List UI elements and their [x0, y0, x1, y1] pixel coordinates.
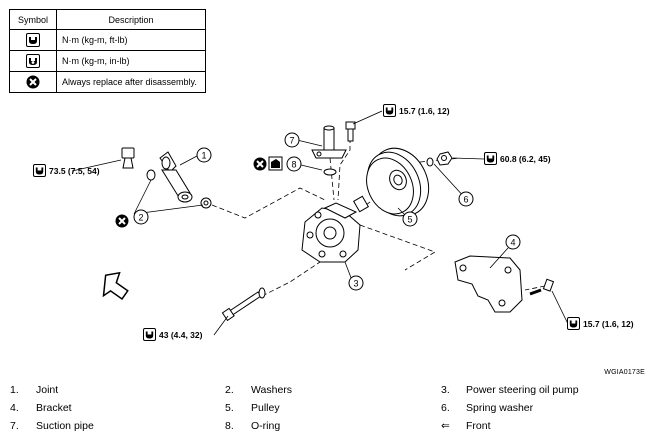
legend-text: Washers	[251, 384, 293, 396]
bracket	[454, 255, 523, 313]
pump-bolt	[221, 287, 266, 322]
callout-6: 6	[458, 191, 474, 207]
legend-text: Power steering oil pump	[466, 384, 579, 396]
symbol-table-header: Symbol Description	[9, 9, 206, 30]
callout-number: 7	[289, 136, 294, 146]
callout-number: 2	[138, 213, 143, 223]
front-arrow-icon	[102, 271, 129, 300]
torque-joint: 73.5 (7.5, 54)	[49, 166, 100, 176]
callout-8: 8	[286, 156, 302, 172]
legend-text: Bracket	[36, 402, 72, 414]
callout-7: 7	[284, 132, 300, 148]
symbol-row: Always replace after disassembly.	[9, 71, 206, 93]
oil-icon	[268, 156, 283, 171]
washers	[146, 169, 212, 209]
callout-number: 6	[463, 195, 468, 205]
legend-text: O-ring	[251, 420, 281, 432]
legend-text: Pulley	[251, 402, 280, 414]
joint-part	[159, 151, 193, 203]
symbol-table: Symbol Description N·m (kg-m, ft-lb) N·m…	[9, 9, 206, 93]
top-bolt	[345, 121, 356, 142]
torque-wrench-icon	[383, 104, 396, 117]
legend-text: Joint	[36, 384, 59, 396]
legend-number: 7.	[10, 420, 19, 432]
torque-pulley-nut: 60.8 (6.2, 45)	[500, 154, 551, 164]
torque-bracket-bolt: 15.7 (1.6, 12)	[583, 319, 634, 329]
callout-number: 4	[510, 238, 515, 248]
legend-number: 1.	[10, 384, 19, 396]
suction-pipe	[311, 125, 347, 159]
legend-text: Suction pipe	[36, 420, 94, 432]
callout-number: 8	[291, 160, 296, 170]
front-arrow-symbol: ⇐	[441, 420, 450, 432]
legend-number: 6.	[441, 402, 450, 414]
bracket-bolt	[529, 278, 555, 296]
callout-number: 1	[201, 151, 206, 161]
joint-bolt	[121, 147, 135, 169]
o-ring	[323, 168, 337, 176]
torque-wrench-icon	[143, 328, 156, 341]
callout-4: 4	[505, 234, 521, 250]
callout-number: 5	[407, 215, 412, 225]
callout-2: 2	[133, 209, 149, 225]
torque-wrench-icon	[33, 164, 46, 177]
torque-top-bolt: 15.7 (1.6, 12)	[399, 106, 450, 116]
legend-number: 3.	[441, 384, 450, 396]
legend-number: 4.	[10, 402, 19, 414]
legend-text: Front	[466, 420, 491, 432]
torque-wrench-inlb-icon	[26, 54, 40, 68]
legend-number: 5.	[225, 402, 234, 414]
torque-wrench-icon	[484, 152, 497, 165]
callout-1: 1	[196, 147, 212, 163]
callout-number: 3	[353, 279, 358, 289]
legend-number: 8.	[225, 420, 234, 432]
legend-number: 2.	[225, 384, 234, 396]
torque-pump-bolt: 43 (4.4, 32)	[159, 330, 203, 340]
always-replace-icon	[252, 156, 268, 172]
always-replace-icon	[26, 75, 40, 89]
legend-text: Spring washer	[466, 402, 534, 414]
symbol-row: N·m (kg-m, ft-lb)	[9, 29, 206, 51]
callout-3: 3	[348, 275, 364, 291]
symbol-description: Always replace after disassembly.	[56, 71, 206, 93]
spring-washer-and-nut	[426, 151, 453, 167]
callout-5: 5	[402, 211, 418, 227]
figure-code: WGIA0173E	[604, 369, 645, 376]
pulley	[366, 147, 430, 217]
power-steering-pump	[301, 195, 370, 263]
torque-wrench-icon	[567, 317, 580, 330]
always-replace-icon	[114, 213, 130, 229]
torque-wrench-icon	[26, 33, 40, 47]
symbol-row: N·m (kg-m, in-lb)	[9, 50, 206, 72]
